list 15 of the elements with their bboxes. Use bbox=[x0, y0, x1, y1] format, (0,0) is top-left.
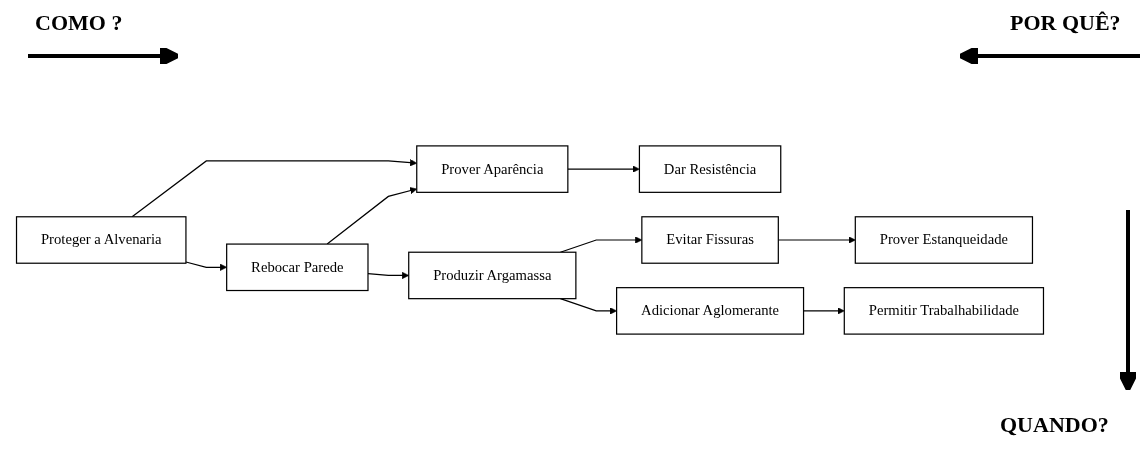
node-box: Proteger a Alvenaria bbox=[15, 216, 187, 264]
node-box: Rebocar Parede bbox=[226, 243, 369, 292]
arrow bbox=[567, 165, 640, 173]
axis-label: COMO ? bbox=[35, 10, 123, 36]
node-box: Produzir Argamassa bbox=[408, 251, 577, 300]
node-box: Dar Resistência bbox=[638, 145, 782, 193]
arrow bbox=[185, 261, 227, 271]
node-box: Adicionar Aglomerante bbox=[616, 287, 805, 335]
axis-label: POR QUÊ? bbox=[1010, 10, 1121, 36]
arrow bbox=[559, 298, 617, 315]
node-box: Prover Aparência bbox=[416, 145, 569, 193]
node-box: Evitar Fissuras bbox=[641, 216, 779, 264]
axis-label: QUANDO? bbox=[1000, 412, 1109, 438]
node-box: Prover Estanqueidade bbox=[854, 216, 1034, 264]
node-box: Permitir Trabalhabilidade bbox=[843, 287, 1045, 335]
